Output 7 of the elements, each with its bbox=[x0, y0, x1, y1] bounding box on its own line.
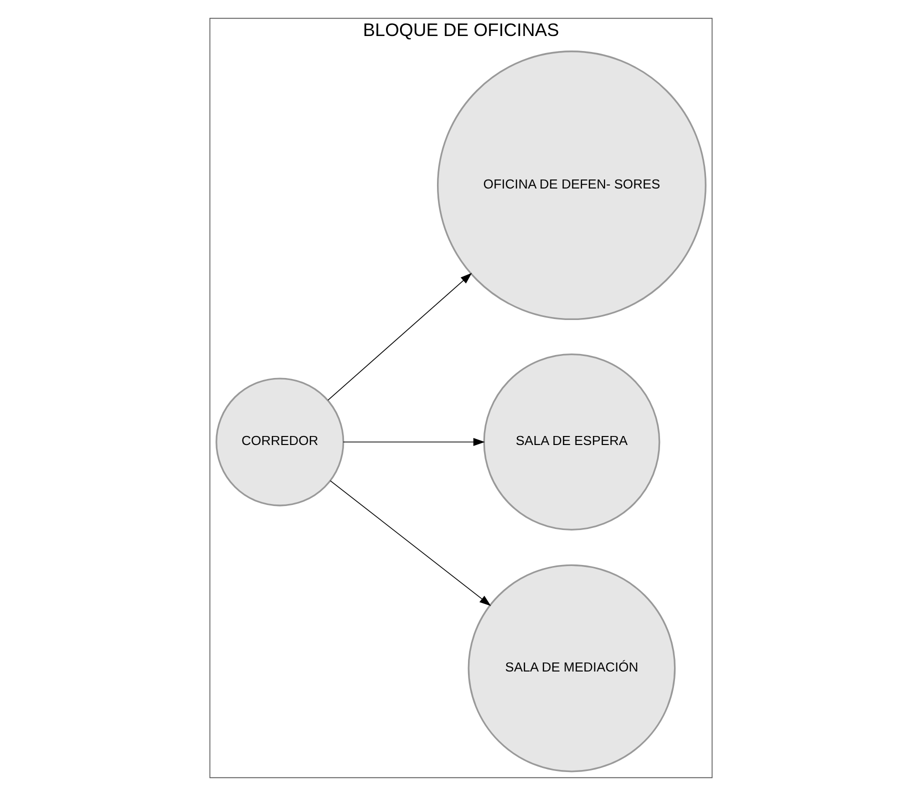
node-circle: OFICINA DE DEFEN- SORES bbox=[436, 50, 706, 320]
node-circle: CORREDOR bbox=[216, 378, 344, 506]
arrow bbox=[328, 272, 472, 401]
node-circle: SALA DE MEDIACIÓN bbox=[468, 564, 676, 772]
arrow bbox=[330, 480, 491, 606]
node-circle: SALA DE ESPERA bbox=[483, 354, 660, 531]
arrow bbox=[342, 438, 485, 446]
